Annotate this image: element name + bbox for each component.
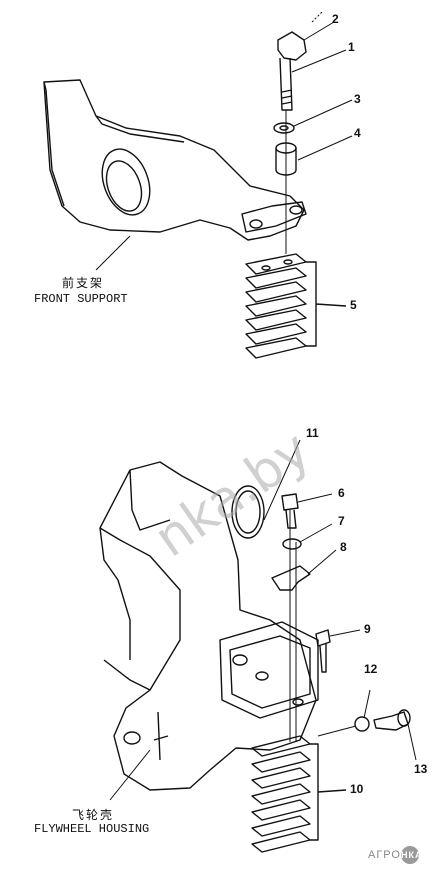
o-ring-11 xyxy=(231,485,265,539)
callout-2: 2 xyxy=(332,12,339,26)
logo-badge: НКА xyxy=(400,846,421,864)
callout-10: 10 xyxy=(350,782,364,796)
callout-5: 5 xyxy=(350,298,357,312)
callout-13: 13 xyxy=(414,762,428,776)
callout-1: 1 xyxy=(348,40,355,54)
plug-13 xyxy=(373,711,409,731)
callout-11: 11 xyxy=(306,426,319,440)
bolt-1 xyxy=(279,57,293,111)
front-support-label-cn: 前支架 xyxy=(62,276,105,290)
logo-text: АГРО xyxy=(368,849,401,861)
callout-3: 3 xyxy=(354,92,361,106)
agro-logo: АГРОНКА xyxy=(368,846,421,864)
callout-7: 7 xyxy=(338,514,345,528)
flywheel-housing xyxy=(99,461,317,791)
bolt-6 xyxy=(281,493,299,529)
washer-12 xyxy=(354,716,370,732)
elbow-fitting xyxy=(277,31,307,61)
bolt-9 xyxy=(315,629,331,673)
callout-8: 8 xyxy=(340,540,347,554)
washer-7 xyxy=(282,538,302,550)
flywheel-label: FLYWHEEL HOUSING xyxy=(34,822,150,836)
callout-9: 9 xyxy=(364,622,371,636)
callout-6: 6 xyxy=(338,486,345,500)
lock-plate-8 xyxy=(271,565,311,591)
callout-12: 12 xyxy=(364,662,378,676)
shim-pack-10 xyxy=(251,735,311,853)
washer-3 xyxy=(273,122,295,134)
callout-4: 4 xyxy=(354,126,361,140)
shim-pack-5 xyxy=(245,253,307,359)
front-support-bore xyxy=(101,148,151,216)
front-support-label: FRONT SUPPORT xyxy=(34,292,128,306)
flywheel-label-cn: 飞轮壳 xyxy=(72,808,115,822)
front-support-bracket xyxy=(43,79,305,241)
